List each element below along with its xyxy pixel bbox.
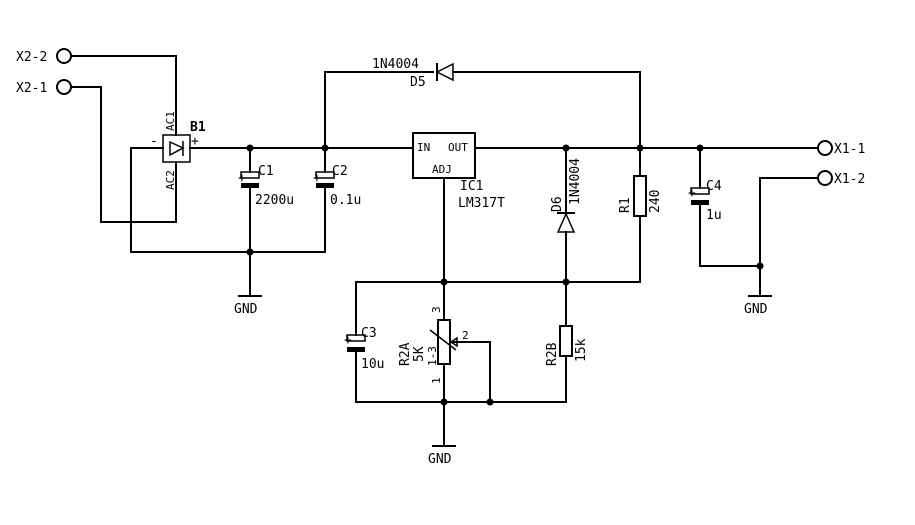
junction-dot bbox=[562, 144, 570, 152]
gnd-label: GND bbox=[234, 302, 258, 317]
ic1-pin-adj: ADJ bbox=[432, 163, 452, 176]
connector-x1-2[interactable]: X1-2 bbox=[817, 170, 865, 187]
potentiometer-r2a: 3 1 2 R2A 5K 1-3 bbox=[398, 306, 469, 384]
capacitor-c2: + C2 0.1u bbox=[313, 164, 361, 208]
junction-dot bbox=[756, 262, 764, 270]
c4-value: 1u bbox=[706, 208, 722, 223]
junction-dot bbox=[246, 248, 254, 256]
c2-polarity: + bbox=[313, 171, 321, 186]
connector-x1-1-label: X1-1 bbox=[834, 142, 865, 157]
ic1-pin-in: IN bbox=[417, 141, 430, 154]
r2a-value: 5K bbox=[412, 346, 427, 362]
junction-dot bbox=[246, 144, 254, 152]
ic1-name: IC1 bbox=[460, 179, 483, 194]
bridge-minus-label: - bbox=[150, 134, 158, 149]
connector-x1-2-label: X1-2 bbox=[834, 172, 865, 187]
c1-polarity: + bbox=[238, 171, 246, 186]
capacitor-c3: + C3 10u bbox=[344, 326, 384, 372]
c3-polarity: + bbox=[344, 333, 352, 348]
c1-value: 2200u bbox=[255, 193, 294, 208]
ic1-pin-out: OUT bbox=[448, 141, 468, 154]
junction-dot bbox=[440, 278, 448, 286]
junction-dot bbox=[696, 144, 704, 152]
connector-x1-1[interactable]: X1-1 bbox=[817, 140, 865, 157]
c3-value: 10u bbox=[361, 357, 384, 372]
d6-part: 1N4004 bbox=[568, 158, 583, 205]
c2-value: 0.1u bbox=[330, 193, 361, 208]
r2a-pin2: 2 bbox=[462, 329, 469, 342]
r1-name: R1 bbox=[618, 197, 633, 213]
c4-polarity: + bbox=[688, 186, 696, 201]
junctions bbox=[246, 144, 764, 406]
bridge-b1-name: B1 bbox=[190, 120, 206, 135]
r2a-pin3: 3 bbox=[430, 306, 443, 313]
r2b-name: R2B bbox=[545, 342, 560, 366]
connector-x2-2[interactable]: X2-2 bbox=[16, 48, 72, 65]
ground-symbol-c1: GND bbox=[234, 295, 262, 317]
diode-d6: D6 1N4004 bbox=[550, 158, 583, 233]
connector-x2-2-label: X2-2 bbox=[16, 50, 47, 65]
junction-dot bbox=[636, 144, 644, 152]
r2a-name: R2A bbox=[398, 342, 413, 366]
junction-dot bbox=[321, 144, 329, 152]
ic1-part: LM317T bbox=[458, 196, 505, 211]
resistor-r2b: R2B 15k bbox=[545, 325, 589, 366]
r2a-pin1: 1 bbox=[430, 377, 443, 384]
c1-name: C1 bbox=[258, 164, 274, 179]
connector-x2-1[interactable]: X2-1 bbox=[16, 79, 72, 96]
junction-dot bbox=[562, 278, 570, 286]
r2a-pin-range: 1-3 bbox=[426, 346, 439, 366]
ground-symbol-adj: GND bbox=[428, 445, 456, 467]
gnd-label: GND bbox=[744, 302, 768, 317]
c3-name: C3 bbox=[361, 326, 377, 341]
d6-name: D6 bbox=[550, 196, 565, 212]
r1-value: 240 bbox=[648, 190, 663, 213]
capacitor-c4: + C4 1u bbox=[688, 179, 722, 223]
diode-d5: 1N4004 D5 bbox=[372, 57, 454, 90]
regulator-ic1: IN OUT ADJ IC1 LM317T bbox=[412, 132, 505, 211]
r2b-value: 15k bbox=[574, 338, 589, 362]
d5-part: 1N4004 bbox=[372, 57, 419, 72]
junction-dot bbox=[440, 398, 448, 406]
bridge-rectifier-b1: B1 AC1 AC2 + - bbox=[150, 111, 206, 190]
capacitor-c1: + C1 2200u bbox=[238, 164, 294, 208]
ground-symbol-output: GND bbox=[744, 295, 772, 317]
resistor-r1: R1 240 bbox=[618, 175, 663, 217]
bridge-ac1-label: AC1 bbox=[164, 111, 177, 131]
d5-name: D5 bbox=[410, 75, 426, 90]
connector-x2-1-label: X2-1 bbox=[16, 81, 47, 96]
bridge-plus-label: + bbox=[191, 134, 199, 149]
gnd-label: GND bbox=[428, 452, 452, 467]
wires bbox=[70, 55, 819, 447]
c2-name: C2 bbox=[332, 164, 348, 179]
c4-name: C4 bbox=[706, 179, 722, 194]
bridge-ac2-label: AC2 bbox=[164, 170, 177, 190]
junction-dot bbox=[486, 398, 494, 406]
